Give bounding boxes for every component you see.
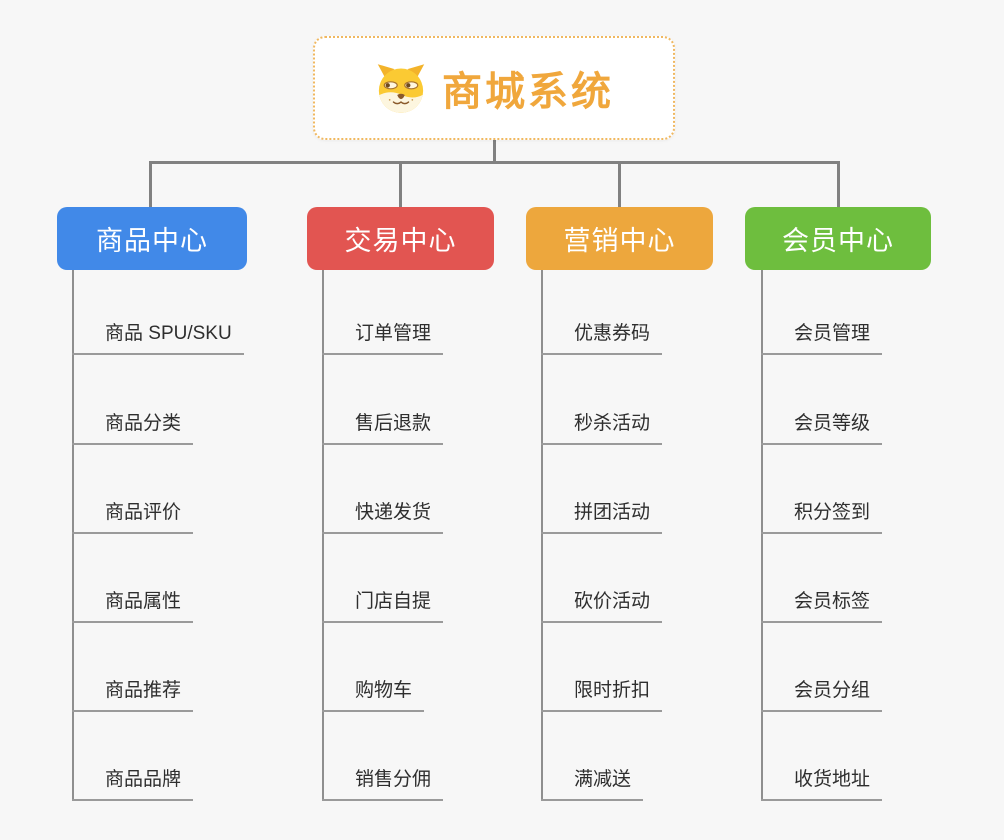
leaf-topic[interactable]: 购物车 [322, 679, 425, 712]
leaf-topic[interactable]: 会员等级 [761, 412, 883, 445]
branch-node-marketing-center[interactable]: 营销中心 [526, 207, 713, 270]
branch-label: 交易中心 [344, 226, 457, 256]
leaf-topic[interactable]: 商品属性 [72, 590, 194, 623]
leaf-topic[interactable]: 优惠券码 [541, 322, 663, 355]
leaf-topic[interactable]: 秒杀活动 [541, 412, 663, 445]
branch-connector-rail [149, 161, 840, 164]
leaf-topic[interactable]: 商品评价 [72, 501, 194, 534]
branch-label: 营销中心 [563, 226, 676, 256]
leaf-topic[interactable]: 销售分佣 [322, 768, 444, 801]
leaf-topic[interactable]: 快递发货 [322, 501, 444, 534]
branch-node-member-center[interactable]: 会员中心 [745, 207, 931, 270]
leaf-topic[interactable]: 商品品牌 [72, 768, 194, 801]
leaf-topic[interactable]: 门店自提 [322, 590, 444, 623]
branch-label: 会员中心 [782, 226, 894, 256]
leaf-topic[interactable]: 砍价活动 [541, 590, 663, 623]
leaf-topic[interactable]: 限时折扣 [541, 679, 663, 712]
leaf-topic[interactable]: 满减送 [541, 768, 644, 801]
root-topic[interactable]: 商城系统 [313, 36, 675, 140]
leaf-topic[interactable]: 拼团活动 [541, 501, 663, 534]
leaf-topic[interactable]: 会员管理 [761, 322, 883, 355]
branch-connector-drop [837, 161, 840, 208]
leaf-topic[interactable]: 积分签到 [761, 501, 883, 534]
leaf-connector-spine [761, 269, 763, 801]
leaf-topic[interactable]: 收货地址 [761, 768, 883, 801]
leaf-topic[interactable]: 会员分组 [761, 679, 883, 712]
leaf-topic[interactable]: 会员标签 [761, 590, 883, 623]
branch-label: 商品中心 [96, 226, 208, 256]
branch-connector-drop [399, 161, 402, 208]
leaf-topic[interactable]: 商品分类 [72, 412, 194, 445]
leaf-connector-spine [541, 269, 543, 801]
leaf-topic[interactable]: 售后退款 [322, 412, 444, 445]
leaf-topic[interactable]: 订单管理 [322, 322, 444, 355]
leaf-connector-spine [322, 269, 324, 801]
branch-connector-drop [618, 161, 621, 208]
leaf-topic[interactable]: 商品推荐 [72, 679, 194, 712]
root-connector-stub [493, 140, 496, 163]
leaf-connector-spine [72, 269, 74, 801]
doge-face-icon [377, 64, 425, 113]
root-topic-label: 商城系统 [442, 70, 614, 114]
leaf-topic[interactable]: 商品 SPU/SKU [72, 322, 244, 355]
branch-connector-drop [149, 161, 152, 208]
branch-node-product-center[interactable]: 商品中心 [57, 207, 247, 270]
branch-node-trade-center[interactable]: 交易中心 [307, 207, 494, 270]
